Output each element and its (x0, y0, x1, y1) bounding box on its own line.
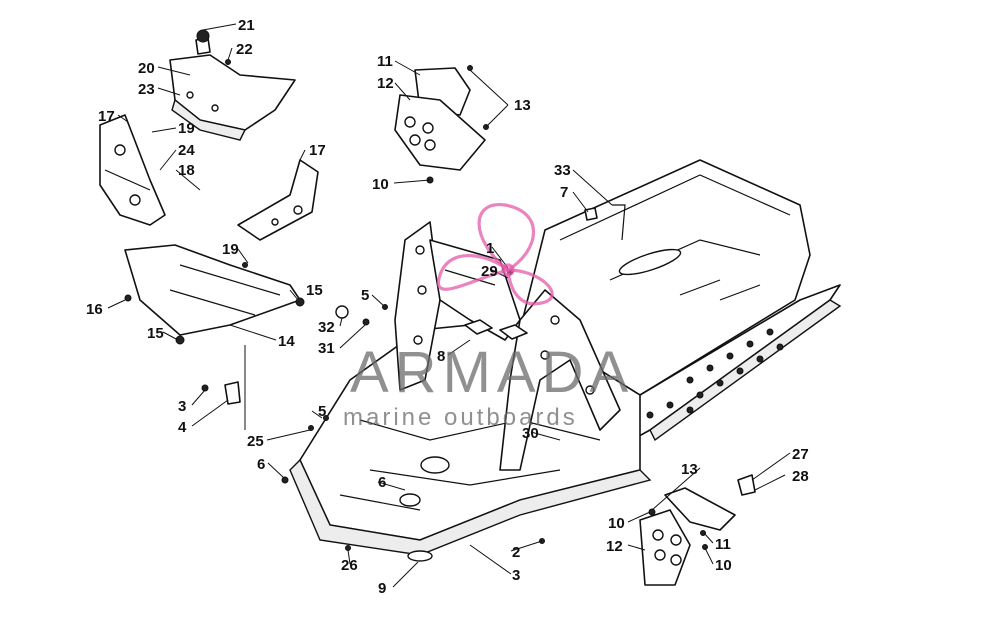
callout-29: 29 (481, 263, 498, 280)
callout-10-upper: 10 (372, 176, 389, 193)
callout-3-lower: 3 (512, 567, 520, 584)
callout-12-lower: 12 (606, 538, 623, 555)
mounting-plates (464, 319, 528, 340)
callout-11-lower: 11 (715, 536, 731, 553)
callout-15-right: 15 (306, 282, 323, 299)
callout-9: 9 (378, 580, 386, 597)
callout-17-right: 17 (309, 142, 326, 159)
callout-18: 18 (178, 162, 195, 179)
callout-10-lower-left: 10 (608, 515, 625, 532)
callout-33: 33 (554, 162, 571, 179)
callout-12-upper: 12 (377, 75, 394, 92)
front-a-frame (499, 289, 621, 471)
callout-4: 4 (178, 419, 187, 436)
callout-24: 24 (178, 142, 195, 159)
callout-22: 22 (236, 41, 253, 58)
callout-27: 27 (792, 446, 809, 463)
center-upright-frame (429, 239, 521, 341)
callout-30: 30 (522, 425, 539, 442)
callout-7: 7 (560, 184, 568, 201)
callout-13-lower: 13 (681, 461, 698, 478)
main-chassis-frame (289, 319, 652, 556)
grab-handle-bracket-upper (394, 65, 489, 184)
callout-31: 31 (318, 340, 335, 357)
callout-32: 32 (318, 319, 335, 336)
callout-6-left: 6 (257, 456, 265, 473)
callout-19-lower: 19 (222, 241, 239, 258)
callout-13-upper: 13 (514, 97, 531, 114)
steering-bracket-upper (169, 29, 296, 141)
leader-lines (107, 23, 791, 588)
watermark-tagline: marine outboards (343, 404, 578, 431)
callout-6-center: 6 (378, 474, 386, 491)
callout-26: 26 (341, 557, 358, 574)
callout-17-left: 17 (98, 108, 115, 125)
callout-10-lower-right: 10 (715, 557, 732, 574)
callout-28: 28 (792, 468, 809, 485)
callout-15-left: 15 (147, 325, 164, 342)
callout-1: 1 (486, 240, 494, 257)
side-bracket-right (237, 159, 319, 241)
callout-5-lower: 5 (318, 403, 326, 420)
callout-3-left: 3 (178, 398, 186, 415)
watermark: ARMADA marine outboards (343, 203, 634, 431)
running-board-holes (606, 328, 784, 439)
callout-11-upper: 11 (377, 53, 393, 70)
callout-labels: 21 22 20 23 17 19 24 18 17 19 16 15 15 1… (86, 17, 809, 597)
callout-16: 16 (86, 301, 103, 318)
side-bracket-left (99, 114, 166, 226)
watermark-brand: ARMADA (350, 340, 634, 405)
callout-25: 25 (247, 433, 264, 450)
callout-8: 8 (437, 348, 445, 365)
callout-14: 14 (278, 333, 295, 350)
callout-5-upper: 5 (361, 287, 369, 304)
callout-21: 21 (238, 17, 255, 34)
mount-plate-14 (124, 244, 305, 345)
callout-19-upper: 19 (178, 120, 195, 137)
watermark-propeller-logo (436, 203, 554, 306)
grab-handle-bracket-lower (639, 487, 736, 586)
callout-23: 23 (138, 81, 155, 98)
steering-support-left (394, 221, 441, 391)
callout-2: 2 (512, 544, 520, 561)
callout-20: 20 (138, 60, 155, 77)
